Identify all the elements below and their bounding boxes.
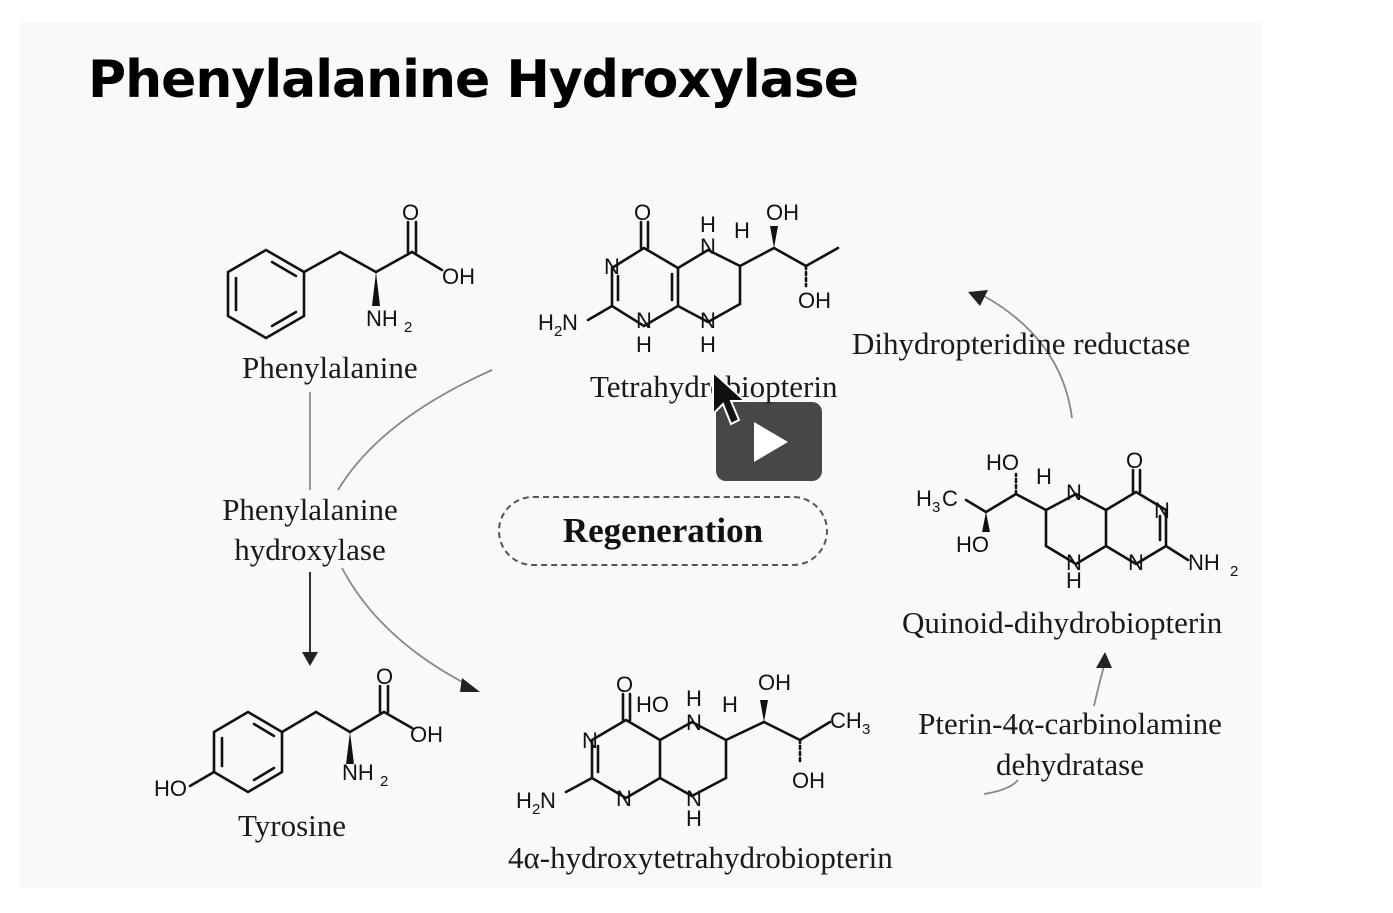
tetrahydrobiopterin-structure: O N N H H N H N H H 2 N OH OH (538, 200, 840, 357)
play-icon (754, 422, 788, 462)
svg-text:3: 3 (862, 721, 870, 738)
label-enzyme-pah-line2: hydroxylase (234, 532, 386, 567)
svg-text:N: N (582, 728, 598, 753)
svg-text:H: H (686, 686, 702, 711)
regeneration-label: Regeneration (562, 511, 764, 550)
label-enzyme-pcd-line2: dehydratase (995, 747, 1145, 782)
svg-text:H: H (734, 218, 750, 243)
label-phenylalanine: Phenylalanine (242, 350, 418, 385)
svg-text:H: H (686, 806, 702, 831)
svg-text:N: N (616, 786, 632, 811)
quinoid-structure: O N N N N H NH 2 HO H H 3 C HO (916, 448, 1238, 593)
svg-text:N: N (700, 308, 716, 333)
svg-text:N: N (686, 786, 702, 811)
svg-text:CH: CH (830, 708, 862, 733)
svg-text:H: H (722, 692, 738, 717)
svg-text:N: N (562, 310, 578, 335)
svg-text:N: N (1066, 480, 1082, 505)
label-enzyme-pah-line1: Phenylalanine (222, 492, 398, 527)
label-enzyme-pcd-line1: Pterin-4α-carbinolamine (918, 706, 1222, 741)
svg-text:H: H (1066, 568, 1082, 593)
atom-oh: OH (442, 264, 475, 289)
svg-text:2: 2 (1230, 563, 1238, 580)
tyrosine-structure: O OH NH 2 HO (154, 664, 443, 801)
svg-text:OH: OH (758, 670, 791, 695)
phenylalanine-structure: O OH NH 2 (226, 200, 475, 340)
svg-text:OH: OH (766, 200, 799, 225)
hydroxy-structure: O HO H N H N N N H H 2 N OH CH 3 OH (516, 670, 870, 831)
label-tyrosine: Tyrosine (238, 808, 347, 843)
svg-text:OH: OH (410, 722, 443, 747)
svg-text:2: 2 (380, 773, 388, 790)
svg-text:N: N (604, 254, 620, 279)
label-quinoid-dihydrobiopterin: Quinoid-dihydrobiopterin (902, 605, 1223, 640)
svg-text:N: N (540, 788, 556, 813)
svg-text:H: H (538, 310, 554, 335)
svg-text:N: N (700, 234, 716, 259)
slide-background (20, 22, 1262, 888)
svg-text:H: H (700, 332, 716, 357)
svg-text:O: O (616, 672, 633, 697)
svg-text:OH: OH (798, 288, 831, 313)
svg-text:H: H (916, 486, 932, 511)
atom-nh2: NH (366, 306, 398, 331)
svg-text:N: N (636, 308, 652, 333)
svg-text:NH: NH (1188, 550, 1220, 575)
svg-text:N: N (686, 710, 702, 735)
svg-text:NH: NH (342, 760, 374, 785)
label-enzyme-dhpr: Dihydropteridine reductase (852, 326, 1191, 361)
svg-text:H: H (700, 212, 716, 237)
svg-text:2: 2 (404, 319, 412, 336)
svg-text:N: N (1154, 498, 1170, 523)
svg-text:O: O (1126, 448, 1143, 473)
pointer-cursor-icon (712, 370, 747, 426)
svg-text:OH: OH (792, 768, 825, 793)
svg-text:N: N (1066, 550, 1082, 575)
svg-text:3: 3 (932, 499, 940, 516)
atom-o: O (402, 200, 419, 225)
svg-text:O: O (376, 664, 393, 689)
svg-text:2: 2 (532, 801, 540, 818)
svg-text:C: C (942, 486, 958, 511)
svg-text:HO: HO (986, 450, 1019, 475)
svg-text:H: H (636, 332, 652, 357)
slide-title: Phenylalanine Hydroxylase (88, 50, 859, 110)
svg-text:HO: HO (154, 776, 187, 801)
regeneration-box: Regeneration (498, 496, 828, 566)
svg-text:H: H (516, 788, 532, 813)
label-4a-hydroxytetrahydrobiopterin: 4α-hydroxytetrahydrobiopterin (508, 840, 893, 875)
pathway-arrows (302, 290, 1112, 795)
svg-text:HO: HO (636, 692, 669, 717)
svg-text:HO: HO (956, 532, 989, 557)
svg-text:H: H (1036, 464, 1052, 489)
svg-text:O: O (634, 200, 651, 225)
svg-text:N: N (1128, 550, 1144, 575)
svg-text:2: 2 (554, 323, 562, 340)
